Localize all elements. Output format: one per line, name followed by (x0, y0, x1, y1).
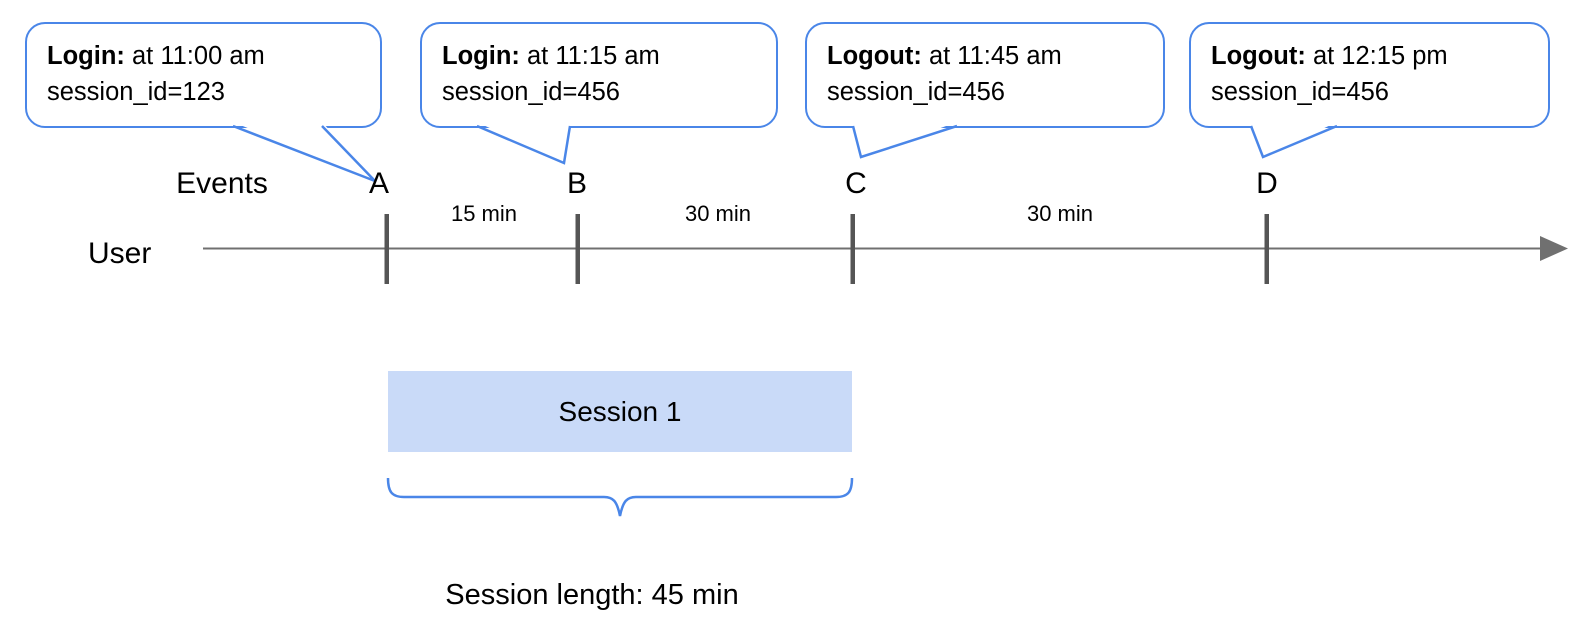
callout-line-2: session_id=456 (442, 78, 620, 106)
interval-label-cd: 30 min (1026, 201, 1094, 226)
tick-c (850, 214, 855, 284)
callout-line-1: Logout: at 12:15 pm (1211, 38, 1528, 74)
callout-line-1: Login: at 11:15 am (442, 38, 756, 74)
event-time: at 12:15 pm (1305, 42, 1448, 70)
event-marker-c: C (845, 167, 867, 200)
event-type: Logout: (827, 42, 922, 70)
tick-d (1264, 214, 1269, 284)
event-time: at 11:45 am (921, 42, 1062, 70)
callout-tail-b-icon (476, 122, 572, 165)
timeline-arrowhead-icon (1540, 236, 1568, 261)
tick-b (575, 214, 580, 284)
callout-event-a: Login: at 11:00 am session_id=123 (25, 22, 382, 128)
event-type: Login: (47, 42, 125, 70)
events-row-label: Events (176, 167, 268, 200)
event-marker-d: D (1256, 167, 1278, 200)
callout-line-1: Login: at 11:00 am (47, 38, 360, 74)
callout-line-2: session_id=123 (47, 78, 225, 106)
user-row-label: User (88, 237, 152, 270)
callout-line-2: session_id=456 (1211, 78, 1389, 106)
callout-event-d: Logout: at 12:15 pm session_id=456 (1189, 22, 1550, 128)
session-length-label: Session length: 45 min (445, 579, 739, 611)
session-bar-label: Session 1 (558, 395, 682, 427)
event-type: Login: (442, 42, 520, 70)
event-time: at 11:15 am (519, 42, 660, 70)
event-marker-b: B (566, 167, 588, 200)
session-bar: Session 1 (388, 371, 852, 452)
session-length-brace-icon (386, 477, 854, 517)
callout-line-2: session_id=456 (827, 78, 1005, 106)
callout-line-1: Logout: at 11:45 am (827, 38, 1143, 74)
event-type: Logout: (1211, 42, 1306, 70)
tick-a (384, 214, 389, 284)
callout-event-b: Login: at 11:15 am session_id=456 (420, 22, 778, 128)
interval-label-bc: 30 min (684, 201, 752, 226)
event-marker-a: A (368, 167, 390, 200)
event-time: at 11:00 am (124, 42, 265, 70)
interval-label-ab: 15 min (450, 201, 518, 226)
callout-event-c: Logout: at 11:45 am session_id=456 (805, 22, 1165, 128)
